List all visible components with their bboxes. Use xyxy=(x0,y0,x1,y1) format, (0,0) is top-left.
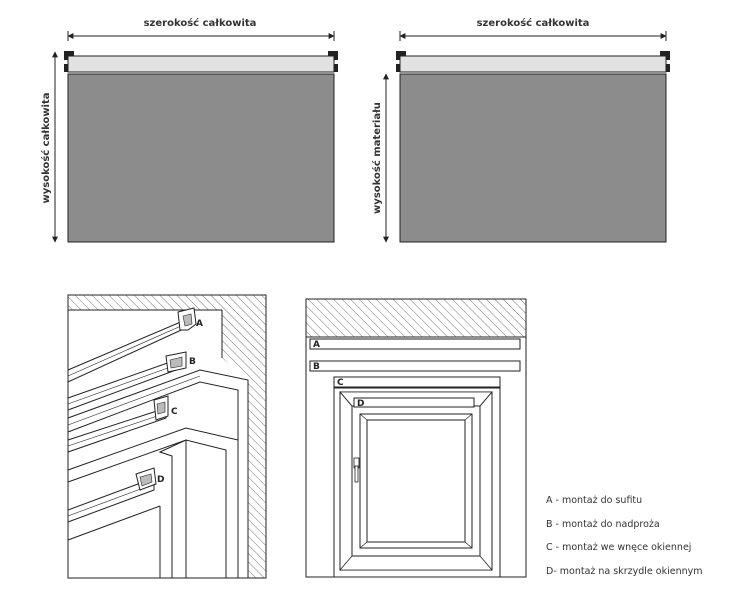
label-a: A xyxy=(196,319,203,329)
bracket-d xyxy=(135,467,157,491)
mounting-legend: A - montaż do sufitu B - montaż do nadpr… xyxy=(546,493,702,587)
legend-item-d: D- montaż na skrzydle okiennym xyxy=(546,565,703,577)
window-frame xyxy=(67,427,239,579)
cassette-d xyxy=(353,397,475,408)
cassette xyxy=(67,55,335,73)
label-d: D xyxy=(157,475,164,485)
label-a: A xyxy=(313,340,320,350)
ceiling-hatching xyxy=(305,298,527,338)
right-bracket xyxy=(328,51,338,72)
perspective-mounting-diagram: A B C D xyxy=(67,294,267,579)
label-d: D xyxy=(357,399,364,409)
width-label: szerokość całkowita xyxy=(477,17,590,29)
fabric xyxy=(67,73,335,243)
height-dimension: wysokość całkowita xyxy=(40,51,58,243)
legend-item-a: A - montaż do sufitu xyxy=(546,495,643,506)
label-b: B xyxy=(313,362,320,372)
bracket-a xyxy=(177,307,197,331)
width-label: szerokość całkowita xyxy=(144,17,257,29)
height-label: wysokość całkowita xyxy=(40,92,52,203)
height-dimension: wysokość materiału xyxy=(371,73,389,243)
label-c: C xyxy=(337,378,344,388)
cassette-a xyxy=(67,317,191,383)
cassette-b xyxy=(309,360,521,372)
cassette-c xyxy=(333,376,501,388)
front-mounting-diagram: A B C D xyxy=(305,298,527,578)
left-bracket xyxy=(396,51,406,72)
label-c: C xyxy=(171,407,178,417)
fabric xyxy=(399,73,667,243)
left-bracket xyxy=(64,51,74,72)
label-b: B xyxy=(189,357,196,367)
cassette-c xyxy=(67,407,167,453)
window-handle xyxy=(353,457,360,483)
width-dimension: szerokość całkowita xyxy=(399,17,667,41)
right-bracket xyxy=(660,51,670,72)
wall-hatching xyxy=(68,295,266,578)
width-dimension: szerokość całkowita xyxy=(67,17,335,41)
frame-border xyxy=(67,294,267,579)
height-label: wysokość materiału xyxy=(371,102,383,214)
cassette-a xyxy=(309,338,521,350)
cassette xyxy=(399,55,667,73)
blind-diagram-material-height: szerokość całkowita wysokość materiału xyxy=(371,17,670,243)
bracket-b xyxy=(165,351,187,373)
blind-diagram-total-height: szerokość całkowita wysokość całkowita xyxy=(40,17,338,243)
window-glass xyxy=(366,419,466,543)
legend-item-b: B - montaż do nadproża xyxy=(546,518,660,530)
legend-item-c: C - montaż we wnęce okiennej xyxy=(546,542,692,553)
bracket-c xyxy=(153,395,169,421)
